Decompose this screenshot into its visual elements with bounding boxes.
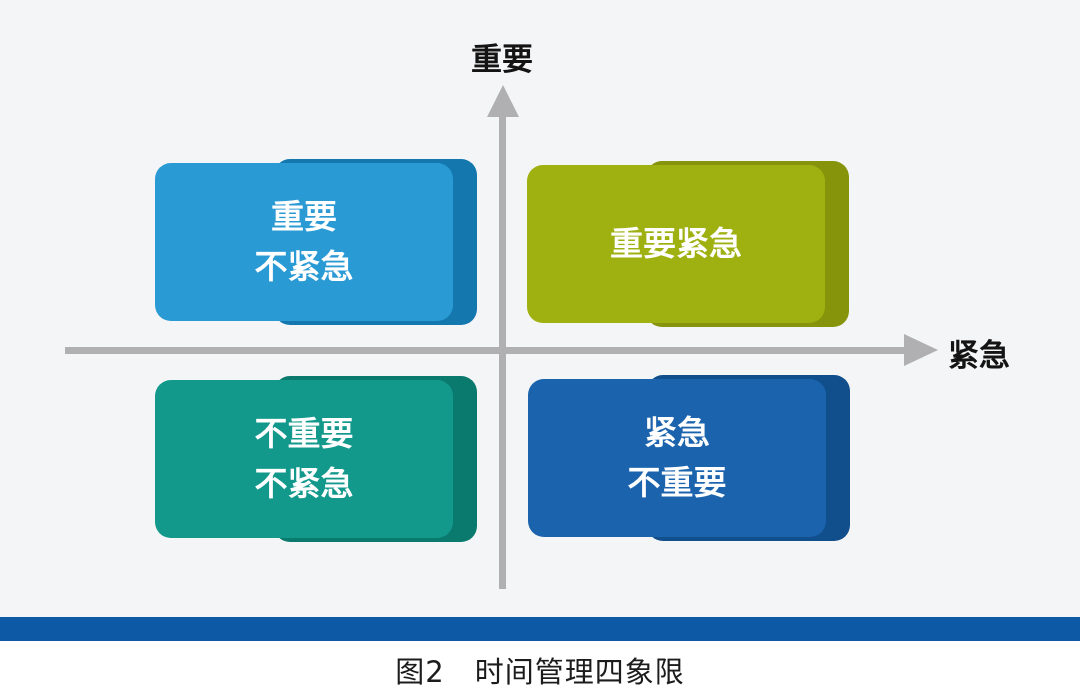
quadrant-card: 重要 不紧急 [155,163,453,321]
quadrant-label-line: 紧急 [644,413,710,453]
quadrant-important-not-urgent: 重要 不紧急 [155,159,477,325]
figure-caption: 图2 时间管理四象限 [395,655,685,689]
quadrant-label-line: 不重要 [254,414,354,454]
quadrant-label-line: 重要 [271,197,337,237]
x-axis-arrow-icon [904,334,938,366]
quadrant-label-line: 不重要 [627,463,727,502]
quadrant-important-urgent: 重要紧急 [527,161,849,327]
quadrant-card: 重要紧急 [527,165,825,323]
x-axis-line [65,347,908,354]
y-axis-label: 重要 [471,42,533,78]
caption-area: 图2 时间管理四象限 [0,641,1080,699]
quadrant-card: 紧急 不重要 [528,379,826,537]
divider-bar [0,617,1080,641]
quadrant-label-line: 不紧急 [254,464,354,503]
quadrant-label-line: 不紧急 [254,247,354,286]
quadrant-card: 不重要 不紧急 [155,380,453,538]
quadrant-not-important-not-urgent: 不重要 不紧急 [155,376,477,542]
x-axis-label: 紧急 [948,338,1010,374]
y-axis-arrow-icon [487,85,519,117]
quadrant-label-line: 重要紧急 [610,224,742,264]
quadrant-urgent-not-important: 紧急 不重要 [528,375,850,541]
